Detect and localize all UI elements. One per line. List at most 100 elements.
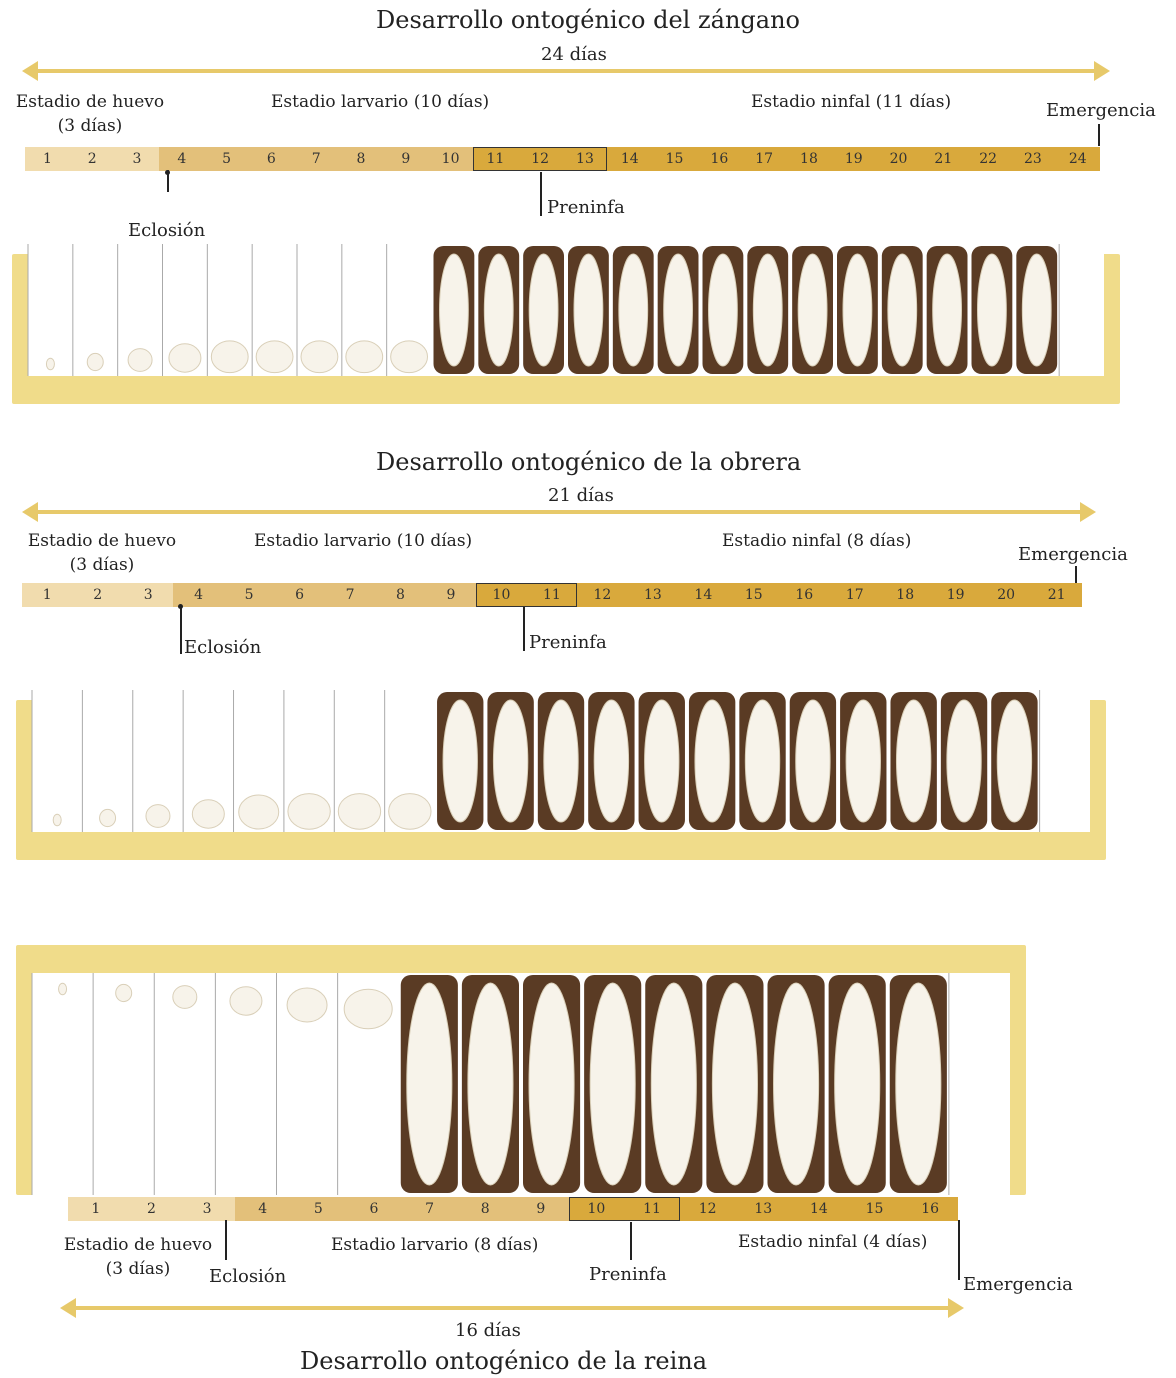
worker-pupa <box>594 700 628 822</box>
queen-pupa <box>651 983 696 1185</box>
drone-egg-stage-label: Estadio de huevo <box>10 90 170 114</box>
worker-pupa <box>896 700 930 822</box>
queen-day-7: 7 <box>402 1197 458 1221</box>
drone-day-9: 9 <box>383 147 428 171</box>
queen-day-1: 1 <box>68 1197 124 1221</box>
drone-pupal-stage: Estadio ninfal (11 días) <box>751 90 951 114</box>
drone-pupa <box>978 254 1007 366</box>
worker-day-6: 6 <box>274 583 324 607</box>
queen-pupa <box>590 983 635 1185</box>
drone-duration: 24 días <box>541 44 607 65</box>
worker-larva <box>100 809 116 826</box>
queen-larva <box>59 983 67 995</box>
worker-hatching-dot <box>178 604 183 609</box>
drone-larva <box>87 353 103 370</box>
drone-day-16: 16 <box>697 147 742 171</box>
worker-pupa <box>695 700 729 822</box>
drone-pupa <box>888 254 917 366</box>
drone-title: Desarrollo ontogénico del zángano <box>376 6 800 34</box>
worker-day-12: 12 <box>577 583 627 607</box>
worker-pupa <box>796 700 830 822</box>
drone-larva <box>169 344 201 372</box>
drone-emergence-line <box>1098 124 1100 146</box>
queen-prepupa-box <box>569 1197 680 1221</box>
drone-day-17: 17 <box>742 147 787 171</box>
worker-larval-stage: Estadio larvario (10 días) <box>254 529 472 553</box>
worker-pupa <box>947 700 981 822</box>
queen-day-bar: 12345678910111213141516 <box>68 1197 958 1221</box>
drone-larval-stage: Estadio larvario (10 días) <box>271 90 489 114</box>
queen-day-3: 3 <box>179 1197 235 1221</box>
drone-comb-illustration <box>12 244 1120 404</box>
queen-day-16: 16 <box>902 1197 958 1221</box>
drone-day-15: 15 <box>652 147 697 171</box>
drone-prepupa-box <box>473 147 607 171</box>
queen-hatching-line <box>225 1220 227 1260</box>
worker-larva <box>146 805 170 828</box>
drone-day-8: 8 <box>339 147 384 171</box>
drone-egg-stage-days: (3 días) <box>10 114 170 138</box>
drone-day-1: 1 <box>25 147 70 171</box>
drone-day-3: 3 <box>115 147 160 171</box>
queen-day-15: 15 <box>847 1197 903 1221</box>
worker-larva <box>53 814 61 826</box>
drone-larva <box>301 341 338 373</box>
worker-larva <box>288 794 330 830</box>
worker-emergence-line <box>1075 566 1077 584</box>
queen-larva <box>344 989 392 1029</box>
worker-hatching-line <box>180 606 182 654</box>
worker-pupa <box>493 700 527 822</box>
drone-pupa <box>798 254 827 366</box>
drone-day-6: 6 <box>249 147 294 171</box>
drone-pupa <box>664 254 693 366</box>
worker-pupa <box>645 700 679 822</box>
worker-prepupa: Preninfa <box>529 632 607 653</box>
drone-day-19: 19 <box>831 147 876 171</box>
queen-pupa <box>407 983 452 1185</box>
queen-prepupa: Preninfa <box>589 1264 667 1285</box>
queen-larva <box>116 984 132 1001</box>
worker-day-5: 5 <box>224 583 274 607</box>
queen-emergence: Emergencia <box>963 1274 1073 1295</box>
queen-day-13: 13 <box>736 1197 792 1221</box>
drone-day-5: 5 <box>204 147 249 171</box>
worker-day-7: 7 <box>325 583 375 607</box>
queen-larva <box>173 986 197 1009</box>
queen-pupa <box>835 983 880 1185</box>
drone-pupa <box>709 254 738 366</box>
queen-day-12: 12 <box>680 1197 736 1221</box>
queen-larva <box>230 987 262 1015</box>
worker-larva <box>192 800 224 828</box>
worker-pupa <box>846 700 880 822</box>
drone-day-7: 7 <box>294 147 339 171</box>
worker-day-17: 17 <box>830 583 880 607</box>
worker-day-3: 3 <box>123 583 173 607</box>
drone-pupa <box>619 254 648 366</box>
queen-emergence-line <box>958 1220 960 1280</box>
drone-day-18: 18 <box>787 147 832 171</box>
worker-pupal-stage: Estadio ninfal (8 días) <box>722 529 911 553</box>
drone-day-24: 24 <box>1055 147 1100 171</box>
drone-day-4: 4 <box>159 147 204 171</box>
queen-day-8: 8 <box>457 1197 513 1221</box>
worker-day-19: 19 <box>930 583 980 607</box>
worker-comb-illustration <box>16 690 1106 860</box>
drone-day-14: 14 <box>607 147 652 171</box>
queen-day-14: 14 <box>791 1197 847 1221</box>
queen-duration: 16 días <box>455 1320 521 1341</box>
worker-pupa <box>544 700 578 822</box>
drone-hatching: Eclosión <box>128 220 205 241</box>
drone-pupa <box>484 254 513 366</box>
queen-duration-arrow <box>72 1306 952 1310</box>
worker-day-8: 8 <box>375 583 425 607</box>
drone-day-21: 21 <box>921 147 966 171</box>
queen-day-6: 6 <box>346 1197 402 1221</box>
queen-pupa <box>712 983 757 1185</box>
drone-larva <box>128 349 152 372</box>
drone-larva <box>256 341 293 373</box>
queen-larval-stage: Estadio larvario (8 días) <box>331 1233 538 1257</box>
drone-pupa <box>753 254 782 366</box>
worker-day-14: 14 <box>678 583 728 607</box>
worker-egg-stage-days: (3 días) <box>22 553 182 577</box>
queen-pupal-stage: Estadio ninfal (4 días) <box>738 1230 927 1254</box>
